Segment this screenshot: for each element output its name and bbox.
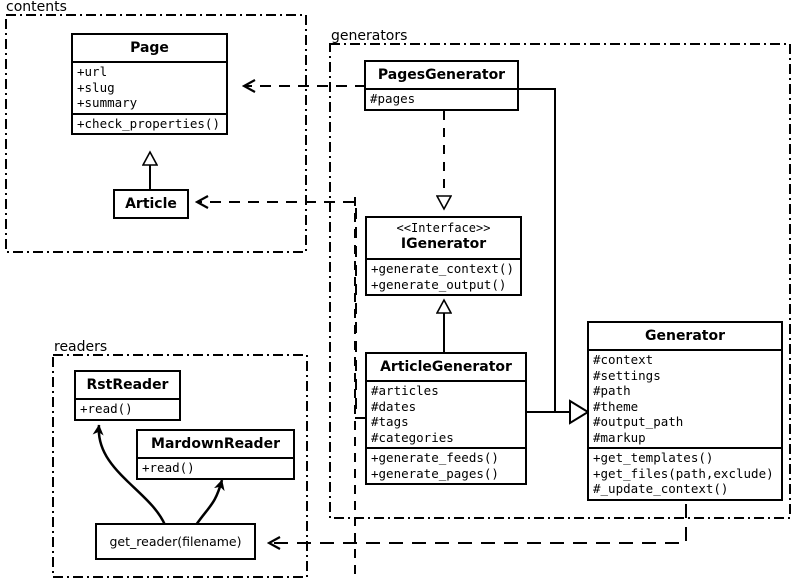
attribute-path: #path — [593, 383, 631, 398]
class-methods-generator: +get_templates() +get_files(path,exclude… — [589, 447, 781, 499]
relation-getreader-creates-rstreader — [92, 424, 167, 526]
class-attributes-pagesgenerator: #pages — [366, 88, 517, 109]
class-name-generator: Generator — [644, 328, 725, 344]
function-label-get-reader: get_reader(filename) — [109, 534, 242, 549]
class-box-page[interactable]: Page +url +slug +summary +check_properti… — [71, 33, 228, 135]
method-generate-context: +generate_context() — [371, 261, 514, 276]
class-box-pagesgenerator[interactable]: PagesGenerator #pages — [364, 60, 519, 111]
relation-generator-depends-getreader — [269, 504, 687, 543]
attribute-summary: +summary — [77, 95, 138, 110]
attribute-slug: +slug — [77, 79, 115, 95]
class-name-page: Page — [130, 40, 169, 56]
attribute-pages: #pages — [370, 91, 416, 106]
method-rstreader-read: +read() — [80, 401, 133, 416]
method-get-templates: +get_templates() — [593, 450, 714, 465]
class-name-article: Article — [125, 196, 177, 212]
method-get-files: +get_files(path,exclude) — [593, 465, 774, 481]
package-label-readers: readers — [54, 339, 108, 355]
attribute-categories: #categories — [371, 429, 454, 445]
class-methods-igenerator: +generate_context() +generate_output() — [367, 258, 520, 294]
relation-articlegenerator-generalizes-generator — [527, 399, 590, 425]
class-methods-rstreader: +read() — [76, 398, 179, 419]
class-methods-articlegenerator: +generate_feeds() +generate_pages() — [367, 447, 525, 483]
class-methods-page: +check_properties() — [73, 112, 226, 134]
package-label-contents: contents — [6, 0, 67, 15]
method-generate-output: +generate_output() — [371, 276, 507, 292]
package-frame-readers — [52, 354, 308, 578]
class-stereotype-igenerator: <<Interface>> — [396, 221, 491, 235]
attribute-markup: #markup — [593, 429, 646, 445]
function-box-get-reader[interactable]: get_reader(filename) — [95, 523, 256, 560]
attribute-url: +url — [77, 64, 108, 79]
method-mardownreader-read: +read() — [142, 460, 195, 475]
class-name-rstreader: RstReader — [86, 377, 169, 393]
class-box-rstreader[interactable]: RstReader +read() — [74, 370, 181, 421]
attribute-tags: #tags — [371, 414, 409, 429]
relation-articlegenerator-depends-article — [197, 202, 366, 419]
attribute-output-path: #output_path — [593, 414, 684, 429]
attribute-dates: #dates — [371, 398, 417, 414]
class-attributes-articlegenerator: #articles #dates #tags #categories — [367, 380, 525, 447]
class-name-articlegenerator: ArticleGenerator — [380, 359, 512, 375]
attribute-context: #context — [593, 352, 654, 367]
attribute-articles: #articles — [371, 383, 439, 398]
method-check-properties: +check_properties() — [77, 115, 220, 131]
class-box-igenerator[interactable]: <<Interface>> IGenerator +generate_conte… — [365, 216, 522, 296]
class-attributes-page: +url +slug +summary — [73, 61, 226, 113]
class-box-mardownreader[interactable]: MardownReader +read() — [136, 429, 295, 480]
class-name-pagesgenerator: PagesGenerator — [377, 67, 506, 83]
package-frame-generators — [329, 43, 791, 519]
package-frame-contents — [5, 14, 307, 253]
relation-getreader-creates-mardownreader — [194, 479, 225, 526]
class-attributes-generator: #context #settings #path #theme #output_… — [589, 349, 781, 447]
method-generate-feeds: +generate_feeds() — [371, 450, 499, 465]
class-box-article[interactable]: Article — [113, 189, 189, 219]
package-label-generators: generators — [331, 28, 408, 44]
method-generate-pages: +generate_pages() — [371, 465, 499, 481]
class-name-igenerator: IGenerator — [400, 236, 487, 252]
method-update-context: #_update_context() — [593, 481, 729, 496]
class-methods-mardownreader: +read() — [138, 457, 293, 478]
attribute-settings: #settings — [593, 367, 661, 383]
attribute-theme: #theme — [593, 398, 639, 414]
class-name-mardownreader: MardownReader — [151, 436, 280, 452]
class-box-articlegenerator[interactable]: ArticleGenerator #articles #dates #tags … — [365, 352, 527, 485]
class-box-generator[interactable]: Generator #context #settings #path #them… — [587, 321, 783, 501]
